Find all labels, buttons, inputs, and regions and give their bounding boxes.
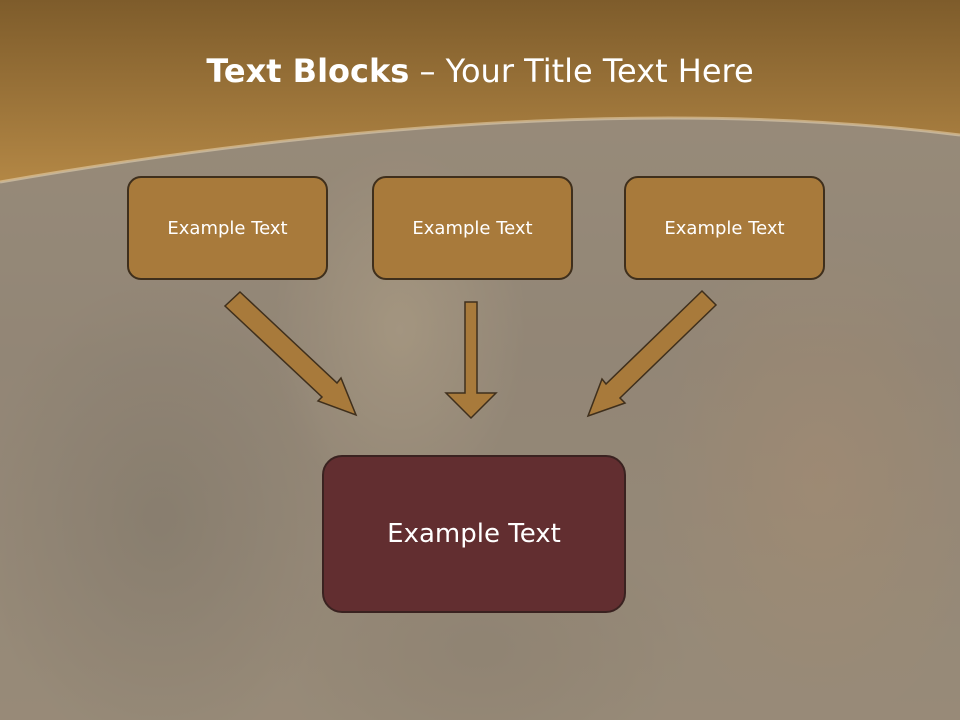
title-separator: – xyxy=(409,52,446,90)
header-band xyxy=(0,0,960,184)
text-block-1-label: Example Text xyxy=(167,217,288,239)
text-block-1[interactable]: Example Text xyxy=(127,176,328,280)
text-block-main[interactable]: Example Text xyxy=(322,455,626,613)
text-block-2-label: Example Text xyxy=(412,217,533,239)
text-block-main-label: Example Text xyxy=(387,519,561,549)
arrow-center xyxy=(444,301,498,420)
arrow-left xyxy=(223,290,358,417)
text-block-2[interactable]: Example Text xyxy=(372,176,573,280)
title-rest: Your Title Text Here xyxy=(445,52,754,90)
title-bold: Text Blocks xyxy=(206,52,410,90)
text-block-3[interactable]: Example Text xyxy=(624,176,825,280)
arrow-right xyxy=(586,289,718,418)
text-block-3-label: Example Text xyxy=(664,217,785,239)
page-title: Text Blocks – Your Title Text Here xyxy=(0,52,960,90)
